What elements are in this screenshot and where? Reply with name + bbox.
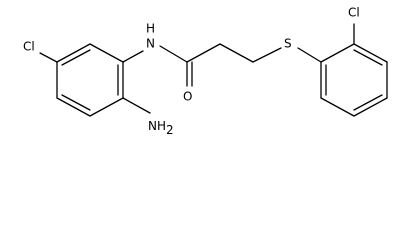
atom-h-label: H	[146, 22, 155, 36]
bond-double-inner	[353, 49, 383, 66]
atom-n-label: N	[146, 37, 155, 51]
left-benzene-ring	[56, 43, 124, 117]
bond	[56, 97, 91, 117]
atom-o-label: O	[183, 90, 192, 104]
bond	[353, 97, 388, 117]
bond-c-c	[219, 43, 254, 63]
bond-nh-carbonyl	[159, 45, 188, 63]
atom-cl-left-label: Cl	[23, 40, 35, 54]
bond	[56, 43, 91, 63]
bond-c-cl-left	[39, 52, 58, 63]
bond	[353, 43, 388, 63]
bond-c-c	[186, 43, 221, 63]
bond	[320, 43, 355, 63]
atom-s-label: S	[284, 37, 292, 51]
bond-double-inner	[353, 94, 383, 111]
atom-nh2-label: NH2	[148, 119, 174, 137]
chemical-structure: H N O S Cl Cl NH2	[23, 6, 388, 137]
bond	[89, 97, 124, 117]
right-benzene-ring	[320, 43, 388, 117]
bond-s-aryl	[297, 47, 322, 63]
bond	[89, 43, 124, 63]
bond-c-nh2	[122, 97, 151, 114]
bond	[320, 97, 355, 117]
bond-c-s	[252, 47, 282, 63]
bond-double-inner	[61, 94, 91, 111]
atom-cl-right-label: Cl	[348, 6, 360, 20]
bond-double-inner	[61, 49, 91, 66]
bond-c-nh	[122, 50, 144, 63]
